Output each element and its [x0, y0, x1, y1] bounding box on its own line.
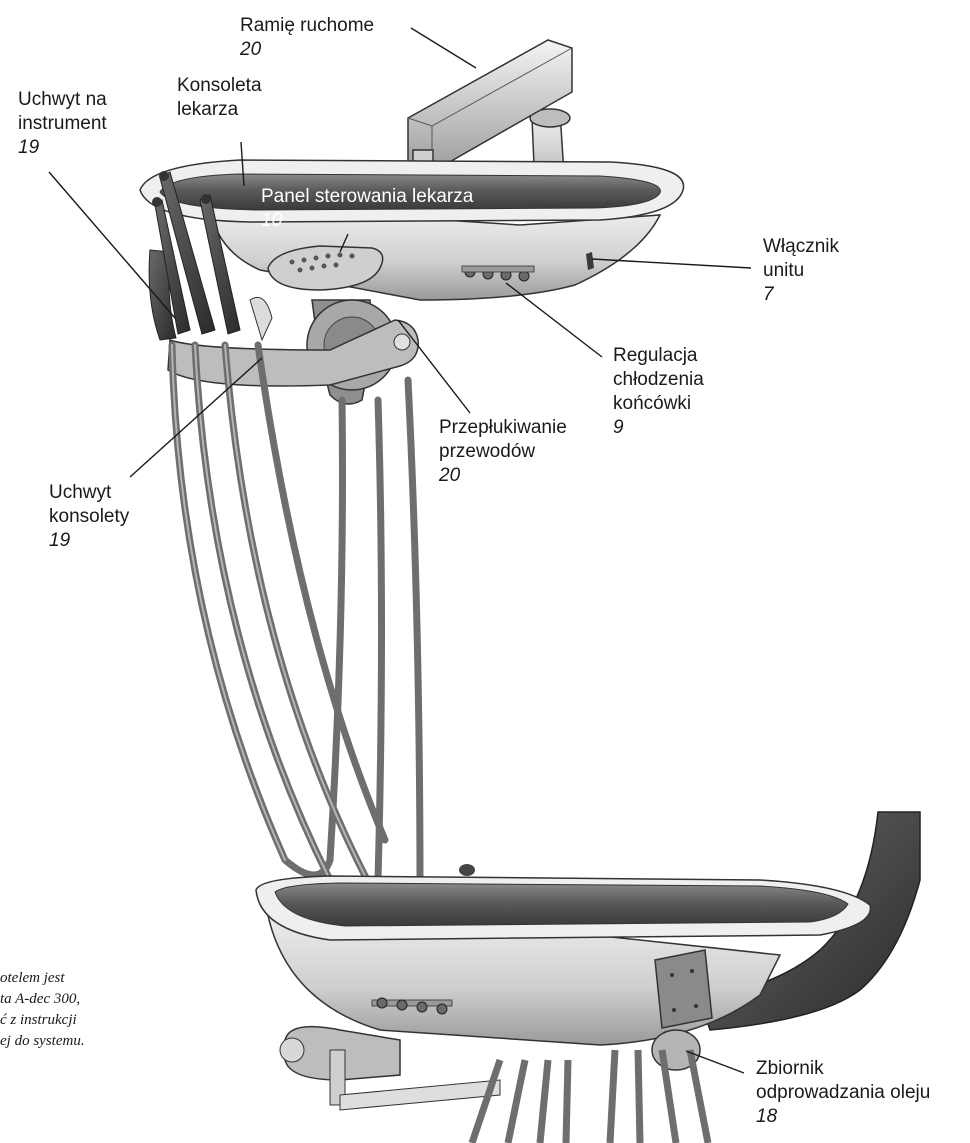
callout-line-flushing-line2: przewodów — [439, 440, 567, 464]
callout-unit-switch-line1: Włącznik — [763, 235, 839, 259]
callout-unit-switch-line2: unitu — [763, 259, 839, 283]
callout-instrument-holder-line2: instrument — [18, 112, 107, 136]
leader-coolant — [506, 283, 602, 357]
callout-console-handle-line1: Uchwyt — [49, 481, 129, 505]
callout-unit-switch-page: 7 — [763, 283, 839, 307]
side-note-line3: ć z instrukcji — [0, 1010, 85, 1031]
side-note: otelem jest ta A-dec 300, ć z instrukcji… — [0, 968, 85, 1052]
callout-unit-switch: Włącznik unitu 7 — [763, 235, 839, 307]
callout-moving-arm-page: 20 — [240, 38, 374, 62]
callout-oil-reservoir: Zbiornik odprowadzania oleju 18 — [756, 1057, 930, 1129]
callout-line-flushing-page: 20 — [439, 464, 567, 488]
callout-line-flushing: Przepłukiwanie przewodów 20 — [439, 416, 567, 488]
callout-handpiece-coolant-line2: chłodzenia — [613, 368, 704, 392]
callout-handpiece-coolant-page: 9 — [613, 416, 704, 440]
callout-console-handle-page: 19 — [49, 529, 129, 553]
callout-console-handle: Uchwyt konsolety 19 — [49, 481, 129, 553]
callout-moving-arm-label: Ramię ruchome — [240, 14, 374, 38]
callout-console-handle-line2: konsolety — [49, 505, 129, 529]
hoses-top — [172, 345, 420, 906]
callout-oil-reservoir-page: 18 — [756, 1105, 930, 1129]
callout-doctor-control-panel-label: Panel sterowania lekarza — [261, 185, 473, 209]
callout-doctor-control-panel: Panel sterowania lekarza 10 — [261, 185, 473, 233]
callout-handpiece-coolant: Regulacja chłodzenia końcówki 9 — [613, 344, 704, 440]
leader-unit-switch — [592, 259, 751, 268]
callout-doctor-console-line1: Konsoleta — [177, 74, 262, 98]
side-note-line1: otelem jest — [0, 968, 85, 989]
leader-moving-arm — [411, 28, 476, 68]
callout-handpiece-coolant-line3: końcówki — [613, 392, 704, 416]
callout-oil-reservoir-line2: odprowadzania oleju — [756, 1081, 930, 1105]
callout-instrument-holder-line1: Uchwyt na — [18, 88, 107, 112]
callout-line-flushing-line1: Przepłukiwanie — [439, 416, 567, 440]
side-note-line2: ta A-dec 300, — [0, 989, 85, 1010]
callout-instrument-holder-page: 19 — [18, 136, 107, 160]
callout-oil-reservoir-line1: Zbiornik — [756, 1057, 930, 1081]
callout-moving-arm: Ramię ruchome 20 — [240, 14, 374, 62]
callout-instrument-holder: Uchwyt na instrument 19 — [18, 88, 107, 160]
callout-handpiece-coolant-line1: Regulacja — [613, 344, 704, 368]
side-note-line4: ej do systemu. — [0, 1031, 85, 1052]
callout-doctor-console-line2: lekarza — [177, 98, 262, 122]
callout-doctor-control-panel-page: 10 — [261, 209, 473, 233]
callout-doctor-console: Konsoleta lekarza — [177, 74, 262, 122]
